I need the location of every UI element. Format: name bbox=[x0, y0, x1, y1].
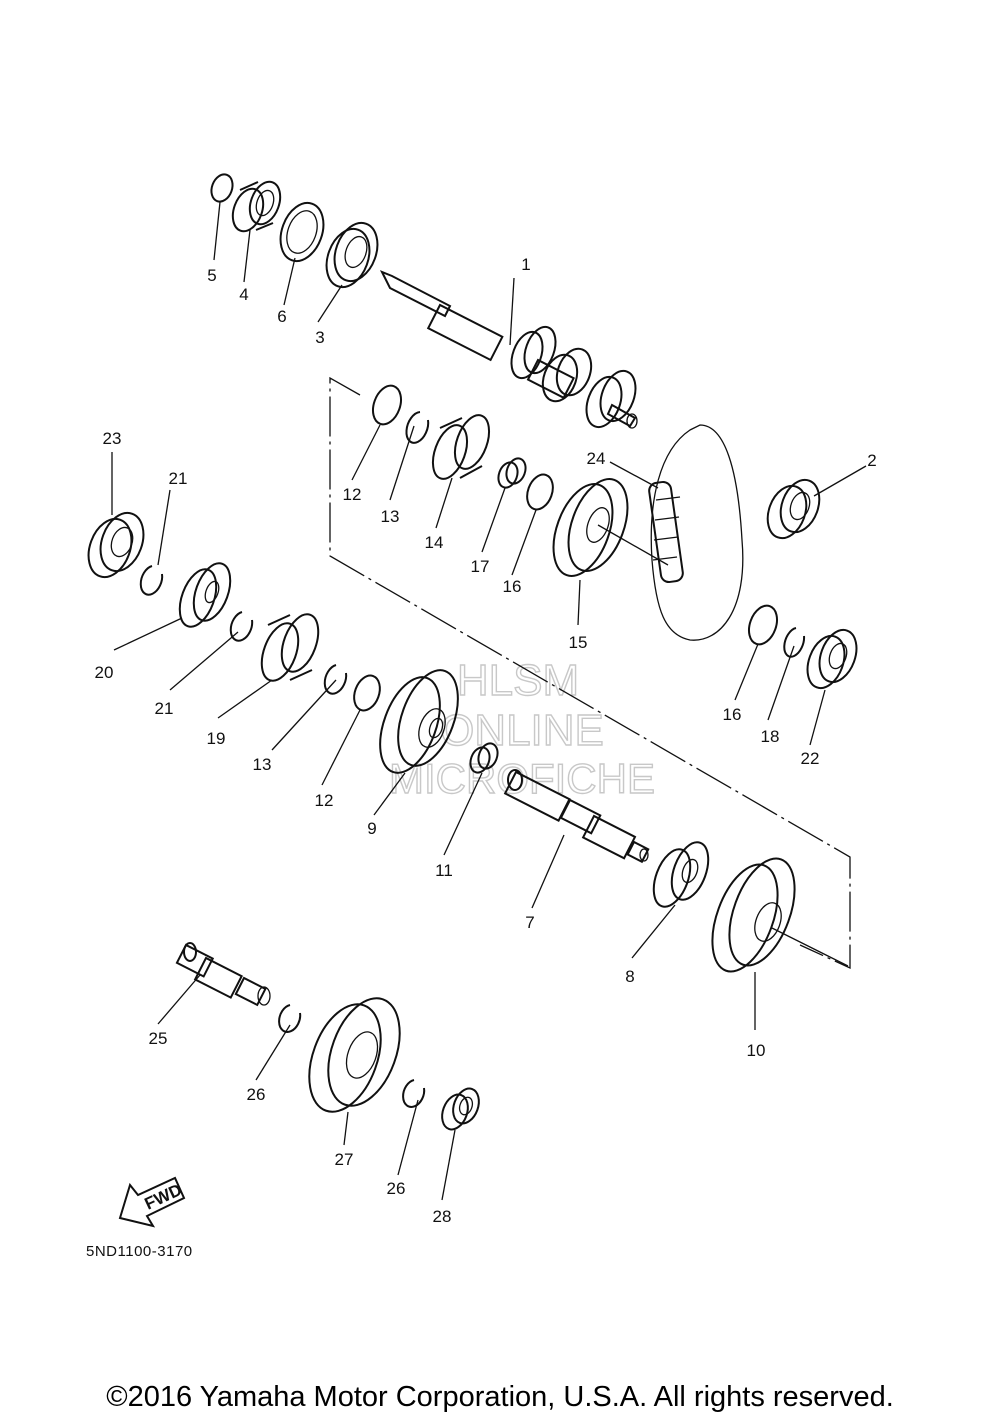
label-part-26-lower: 26 bbox=[387, 1179, 406, 1198]
label-part-23: 23 bbox=[103, 429, 122, 448]
label-part-26-upper: 26 bbox=[247, 1085, 266, 1104]
part-23-bearing bbox=[87, 511, 145, 579]
assembly-frame bbox=[329, 376, 851, 970]
watermark: HLSM ONLINE MICROFICHE bbox=[388, 655, 655, 802]
part-26-circlip-lower bbox=[402, 1079, 426, 1108]
part-20-sprocket bbox=[178, 562, 232, 628]
label-part-3: 3 bbox=[315, 328, 324, 347]
fwd-arrow-icon: FWD bbox=[118, 1176, 186, 1228]
label-part-21-lower: 21 bbox=[155, 699, 174, 718]
part-5-o-ring bbox=[210, 173, 234, 203]
label-part-22: 22 bbox=[801, 749, 820, 768]
watermark-line-1: HLSM bbox=[457, 656, 579, 705]
label-part-1: 1 bbox=[521, 255, 530, 274]
label-part-7: 7 bbox=[525, 913, 534, 932]
label-part-11: 11 bbox=[435, 861, 453, 880]
label-part-8: 8 bbox=[625, 967, 634, 986]
leader-lines bbox=[111, 201, 867, 1201]
label-part-14: 14 bbox=[425, 533, 444, 552]
part-28-collar bbox=[441, 1087, 480, 1131]
label-part-16-top: 16 bbox=[503, 577, 522, 596]
part-15-gear bbox=[552, 478, 669, 577]
label-part-6: 6 bbox=[277, 307, 286, 326]
part-13-circlip-middle bbox=[323, 664, 348, 695]
label-part-12-top: 12 bbox=[343, 485, 362, 504]
part-1-main-axle bbox=[379, 270, 638, 429]
part-12-circlip-middle bbox=[353, 674, 381, 712]
label-part-17: 17 bbox=[471, 557, 490, 576]
drive-chain-outline bbox=[650, 424, 744, 641]
label-part-28: 28 bbox=[433, 1207, 452, 1226]
label-part-9: 9 bbox=[367, 819, 376, 838]
part-14-dog-clutch bbox=[431, 414, 491, 480]
label-part-12-middle: 12 bbox=[315, 791, 334, 810]
part-16-washer-top bbox=[526, 473, 554, 511]
label-part-24: 24 bbox=[587, 449, 606, 468]
label-part-4: 4 bbox=[239, 285, 248, 304]
part-18-circlip bbox=[783, 627, 806, 658]
part-27-gear bbox=[308, 997, 401, 1113]
label-part-15: 15 bbox=[569, 633, 588, 652]
label-part-16-right: 16 bbox=[723, 705, 742, 724]
part-21-circlip-lower bbox=[229, 611, 254, 642]
watermark-line-2: ONLINE bbox=[440, 706, 604, 755]
label-part-10: 10 bbox=[747, 1041, 766, 1060]
label-part-19: 19 bbox=[207, 729, 226, 748]
part-4-oil-seal bbox=[231, 180, 282, 233]
label-part-13-middle: 13 bbox=[253, 755, 272, 774]
part-26-circlip-upper bbox=[278, 1004, 302, 1033]
label-part-21-upper: 21 bbox=[169, 469, 188, 488]
part-3-bearing bbox=[325, 221, 379, 289]
label-part-27: 27 bbox=[335, 1150, 354, 1169]
part-25-shaft bbox=[175, 942, 271, 1007]
part-21-circlip-upper bbox=[139, 565, 164, 596]
part-17-collar bbox=[497, 457, 527, 489]
label-part-5: 5 bbox=[207, 266, 216, 285]
label-part-20: 20 bbox=[95, 663, 114, 682]
part-6-ring bbox=[279, 201, 325, 263]
part-11-collar bbox=[469, 742, 499, 774]
part-22-bearing bbox=[806, 628, 858, 690]
label-part-18: 18 bbox=[761, 727, 780, 746]
label-part-2: 2 bbox=[867, 451, 876, 470]
part-2-bearing bbox=[766, 478, 821, 540]
part-12-circlip-top bbox=[371, 384, 403, 426]
drawing-code: 5ND1100-3170 bbox=[86, 1243, 193, 1260]
part-8-gear bbox=[652, 841, 710, 908]
label-part-25: 25 bbox=[149, 1029, 168, 1048]
part-number-labels: 1 2 3 4 5 6 7 8 9 10 11 12 12 13 13 14 1… bbox=[95, 255, 877, 1226]
part-7-drive-axle bbox=[503, 769, 650, 864]
copyright-notice: ©2016 Yamaha Motor Corporation, U.S.A. A… bbox=[106, 1381, 894, 1413]
part-9-gear bbox=[379, 669, 459, 774]
part-10-gear bbox=[711, 857, 849, 973]
part-19-dog-clutch bbox=[260, 613, 320, 682]
part-24-chain bbox=[648, 480, 684, 584]
part-16-washer-right bbox=[747, 604, 779, 646]
label-part-13-top: 13 bbox=[381, 507, 400, 526]
